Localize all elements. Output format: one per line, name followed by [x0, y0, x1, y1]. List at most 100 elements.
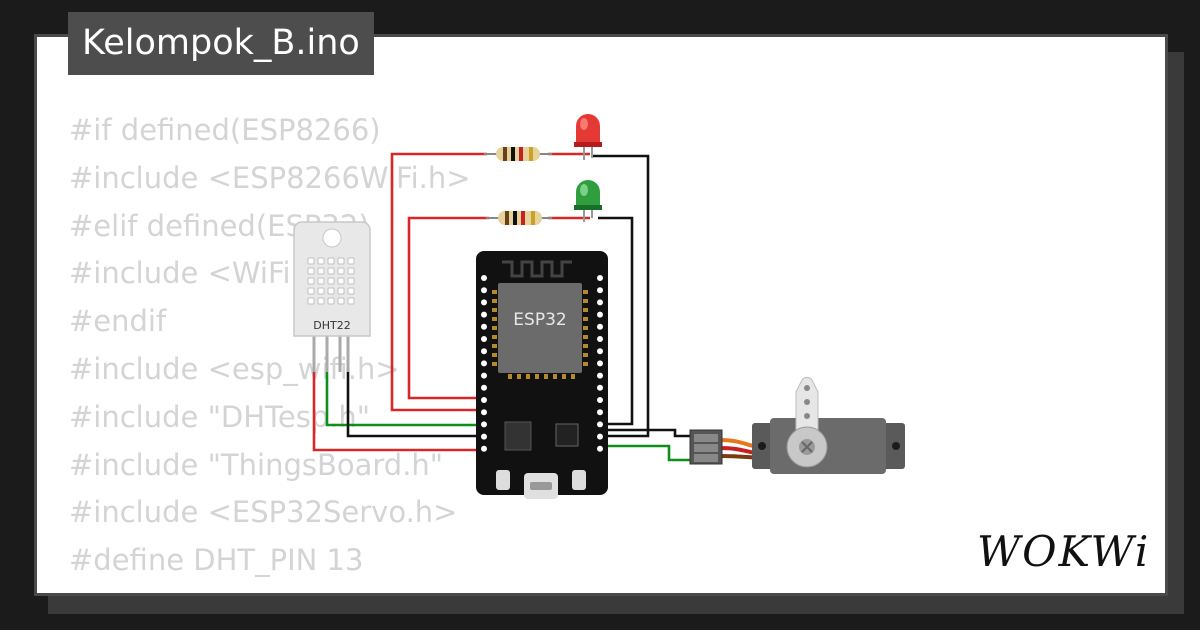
chip-pin	[583, 344, 588, 348]
sensor-vent	[317, 257, 325, 265]
servo-connector	[689, 429, 723, 465]
chip-pin	[492, 317, 497, 321]
pin	[481, 287, 487, 294]
chip-pin	[492, 299, 497, 303]
resistor-icon[interactable]	[484, 147, 552, 161]
sensor-vent	[337, 287, 345, 295]
chip-pin	[492, 326, 497, 330]
wire-red-2	[407, 216, 489, 400]
dht22-sensor[interactable]: DHT22	[293, 221, 371, 372]
mcu-label: ESP32	[513, 310, 566, 330]
chip-pin	[508, 374, 512, 379]
pin	[481, 397, 487, 403]
esp32-board[interactable]: ESP32	[476, 251, 608, 499]
sensor-vent	[327, 287, 335, 295]
chip-pin	[571, 374, 575, 379]
pin	[481, 409, 487, 416]
code-line: #include <esp_wifi.h>	[69, 351, 400, 386]
chip-pin	[526, 374, 530, 379]
pin	[481, 421, 487, 428]
servo-icon[interactable]	[752, 376, 905, 474]
sensor-vent	[307, 297, 315, 305]
sensor-vent	[337, 277, 345, 285]
pin	[481, 384, 487, 391]
sensor-vent	[347, 277, 355, 285]
wokwi-logo[interactable]: WOKWi	[977, 527, 1151, 576]
pin	[481, 433, 487, 440]
pin	[597, 311, 603, 318]
chip-pin	[562, 374, 566, 379]
sensor-label: DHT22	[313, 319, 350, 332]
pin	[597, 336, 603, 342]
pin	[597, 445, 603, 452]
code-line: #endif	[69, 304, 167, 339]
sensor-vent	[347, 297, 355, 305]
sensor-vent	[337, 297, 345, 305]
pin	[481, 360, 487, 367]
led-icon[interactable]	[574, 114, 602, 160]
chip-pin	[583, 317, 588, 321]
pin	[597, 323, 603, 330]
code-preview: #if defined(ESP8266) #include <ESP8266Wi…	[69, 107, 471, 585]
chip-pin	[492, 362, 497, 366]
pin	[597, 421, 603, 428]
wire-green-servo	[604, 444, 692, 462]
pin	[597, 384, 603, 391]
chip-pin	[583, 299, 588, 303]
sensor-vent	[327, 277, 335, 285]
pin	[597, 372, 603, 379]
code-line: #if defined(ESP8266)	[69, 113, 381, 147]
pin	[481, 372, 487, 379]
pin	[481, 311, 487, 318]
code-line: #include "ThingsBoard.h"	[69, 447, 444, 482]
wire-black-led2	[598, 216, 634, 426]
pin	[597, 433, 603, 440]
chip-pin	[544, 374, 548, 379]
sensor-vent	[317, 287, 325, 295]
led-icon[interactable]	[574, 180, 602, 222]
pin	[597, 348, 603, 355]
chip-pin	[583, 326, 588, 330]
chip-pin	[492, 308, 497, 312]
pin	[481, 323, 487, 330]
pin	[597, 397, 603, 403]
pin	[481, 336, 487, 342]
wire-red-1	[390, 152, 487, 412]
sensor-vent	[317, 277, 325, 285]
pin	[597, 299, 603, 306]
sensor-vent	[347, 257, 355, 265]
wire-green-dht	[325, 370, 482, 427]
sensor-vent	[327, 267, 335, 275]
pin	[481, 348, 487, 355]
chip-pin	[492, 335, 497, 339]
code-line: #define DHT_PIN 13	[69, 543, 364, 578]
code-line: #include <ESP32Servo.h>	[69, 495, 458, 530]
pin	[481, 299, 487, 306]
chip-pin	[583, 335, 588, 339]
chip-pin	[583, 290, 588, 294]
code-line: #include "DHTesp.h"	[69, 399, 371, 434]
chip-pin	[517, 374, 521, 379]
sensor-vent	[307, 267, 315, 275]
wire-black-servo	[604, 428, 692, 438]
pin	[597, 275, 603, 281]
pin	[597, 360, 603, 367]
chip-pin	[583, 308, 588, 312]
wire-red-dht	[312, 370, 482, 452]
sensor-vent	[337, 267, 345, 275]
sensor-vent	[307, 287, 315, 295]
sensor-vent	[327, 297, 335, 305]
sensor-vent	[327, 257, 335, 265]
pin	[481, 275, 487, 281]
wire-black-led1	[593, 154, 650, 438]
sensor-vent	[337, 257, 345, 265]
chip-pin	[583, 353, 588, 357]
pin	[597, 409, 603, 416]
page-title[interactable]: Kelompok_B.ino	[68, 12, 374, 75]
pin	[481, 445, 487, 452]
chip-pin	[492, 353, 497, 357]
sensor-vent	[317, 297, 325, 305]
resistor-icon[interactable]	[486, 211, 552, 225]
sensor-vent	[347, 267, 355, 275]
